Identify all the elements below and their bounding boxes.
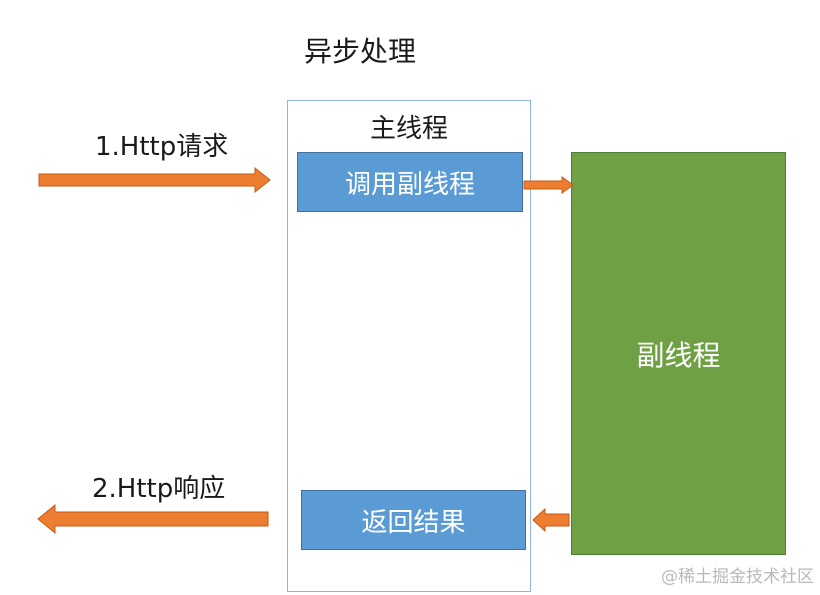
call-arrow: [523, 176, 574, 194]
watermark: @稀土掘金技术社区: [661, 567, 814, 587]
sub-thread-label: 副线程: [636, 338, 721, 372]
main-thread-label: 主线程: [369, 114, 448, 144]
http-request-label: 1.Http请求: [95, 132, 229, 162]
sub-thread-box: 副线程: [571, 152, 786, 555]
return-arrow: [532, 507, 570, 533]
http-response-label: 2.Http响应: [92, 474, 226, 504]
return-result-label: 返回结果: [361, 507, 466, 538]
return-result-box: 返回结果: [301, 490, 526, 550]
diagram-title: 异步处理: [303, 35, 416, 68]
call-sub-thread-label: 调用副线程: [344, 169, 475, 200]
response-arrow: [37, 503, 269, 535]
call-sub-thread-box: 调用副线程: [297, 152, 523, 212]
request-arrow: [38, 166, 271, 194]
